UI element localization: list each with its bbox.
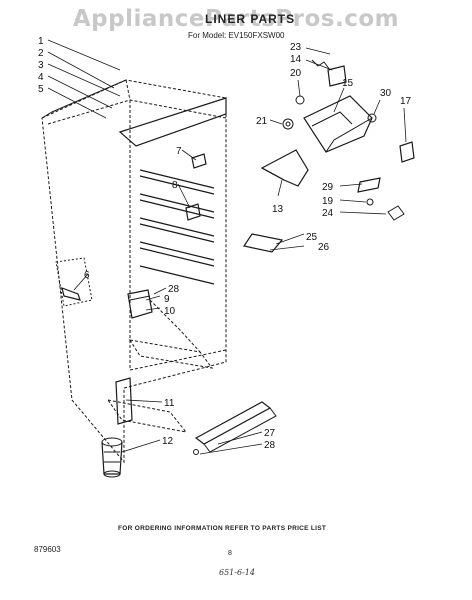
leader-lines <box>47 39 407 455</box>
callout-17: 17 <box>400 96 412 107</box>
callout-26: 26 <box>318 242 330 253</box>
callout-3: 3 <box>38 60 44 71</box>
callout-13: 13 <box>272 204 284 215</box>
callout-10: 10 <box>164 306 176 317</box>
callout-4: 4 <box>38 72 44 83</box>
callout-15: 15 <box>342 78 354 89</box>
callout-19: 19 <box>322 196 334 207</box>
model-subtitle: For Model: EV150FXSW00 <box>188 31 285 40</box>
callout-1: 1 <box>38 36 44 47</box>
top-panel <box>118 97 227 147</box>
callout-28-bottom: 28 <box>264 440 276 451</box>
cabinet-liner <box>41 79 227 464</box>
callout-7: 7 <box>176 146 182 157</box>
callout-20: 20 <box>290 68 302 79</box>
callout-24: 24 <box>322 208 334 219</box>
callout-28-top: 28 <box>168 284 180 295</box>
callout-5: 5 <box>38 84 44 95</box>
callout-8: 8 <box>172 180 178 191</box>
page-number: 8 <box>228 550 232 557</box>
watermark: AppliancePartsPros.com <box>72 6 400 32</box>
callout-6: 6 <box>84 270 90 281</box>
control-housing <box>303 95 373 153</box>
air-duct <box>260 149 309 187</box>
callout-21: 21 <box>256 116 268 127</box>
handwritten-note: 651-6-14 <box>219 568 255 577</box>
callout-12: 12 <box>162 436 174 447</box>
callout-14: 14 <box>290 54 302 65</box>
shelf-rails <box>139 169 215 285</box>
ordering-note: FOR ORDERING INFORMATION REFER TO PARTS … <box>118 525 327 532</box>
callout-27: 27 <box>264 428 276 439</box>
callout-29: 29 <box>322 182 334 193</box>
callout-23: 23 <box>290 42 302 53</box>
bottom-rail <box>194 401 272 445</box>
callout-9: 9 <box>164 294 170 305</box>
callout-11: 11 <box>164 398 175 409</box>
diagram-code: 879603 <box>34 545 61 554</box>
page-title: LINER PARTS <box>205 12 296 26</box>
callout-30: 30 <box>380 88 392 99</box>
callout-2: 2 <box>38 48 44 59</box>
callout-25: 25 <box>306 232 318 243</box>
